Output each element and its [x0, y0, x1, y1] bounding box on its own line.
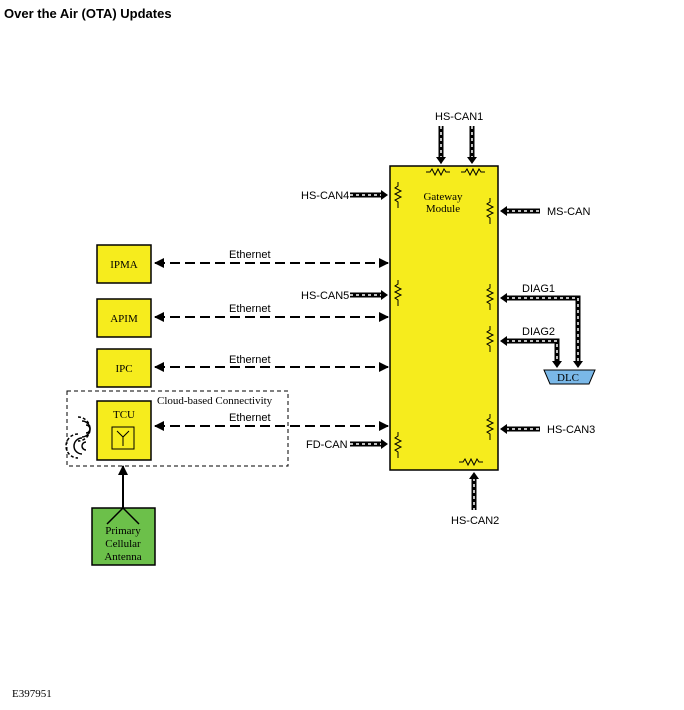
- ipma-module: IPMA: [96, 244, 152, 284]
- page-title: Over the Air (OTA) Updates: [4, 6, 172, 21]
- ethernet-links: [154, 258, 389, 431]
- dlc-connector: DLC: [543, 369, 596, 385]
- antenna-label-line1: Primary: [105, 525, 141, 537]
- hs-can3-label: HS-CAN3: [547, 424, 595, 436]
- apim-module: APIM: [96, 298, 152, 338]
- cloud-connectivity-box: [66, 390, 289, 467]
- diag2-label: DIAG2: [522, 326, 555, 338]
- ipma-label: IPMA: [110, 259, 138, 271]
- hs-can1-label: HS-CAN1: [435, 111, 483, 123]
- gateway-label-line2: Module: [426, 203, 460, 215]
- hs-can2-label: HS-CAN2: [451, 515, 499, 527]
- ipc-label: IPC: [115, 363, 132, 375]
- gateway-label-line1: Gateway: [423, 191, 463, 203]
- hs-can4-label: HS-CAN4: [301, 190, 349, 202]
- antenna-symbol-icon: [111, 426, 135, 450]
- gateway-module: Gateway Module: [389, 165, 499, 471]
- ethernet-label-ipc: Ethernet: [229, 354, 271, 366]
- wireless-signal-icon: [65, 416, 91, 459]
- tcu-label: TCU: [113, 409, 135, 421]
- can-bus-connectors: [350, 126, 583, 510]
- diag1-label: DIAG1: [522, 283, 555, 295]
- cloud-connectivity-label: Cloud-based Connectivity: [157, 395, 273, 407]
- antenna-label-line2: Cellular: [105, 538, 141, 550]
- tcu-module: TCU: [96, 400, 152, 461]
- ipc-module: IPC: [96, 348, 152, 388]
- hs-can5-label: HS-CAN5: [301, 290, 349, 302]
- antenna-label-line3: Antenna: [104, 551, 141, 563]
- termination-resistors: [393, 167, 495, 467]
- ms-can-label: MS-CAN: [547, 206, 590, 218]
- ethernet-label-apim: Ethernet: [229, 303, 271, 315]
- figure-id: E397951: [12, 688, 52, 700]
- primary-cellular-antenna: Primary Cellular Antenna: [91, 507, 156, 566]
- antenna-connection: [106, 465, 140, 525]
- dlc-label: DLC: [557, 372, 579, 384]
- fd-can-label: FD-CAN: [306, 439, 348, 451]
- ethernet-label-ipma: Ethernet: [229, 249, 271, 261]
- apim-label: APIM: [110, 313, 138, 325]
- ethernet-label-tcu: Ethernet: [229, 412, 271, 424]
